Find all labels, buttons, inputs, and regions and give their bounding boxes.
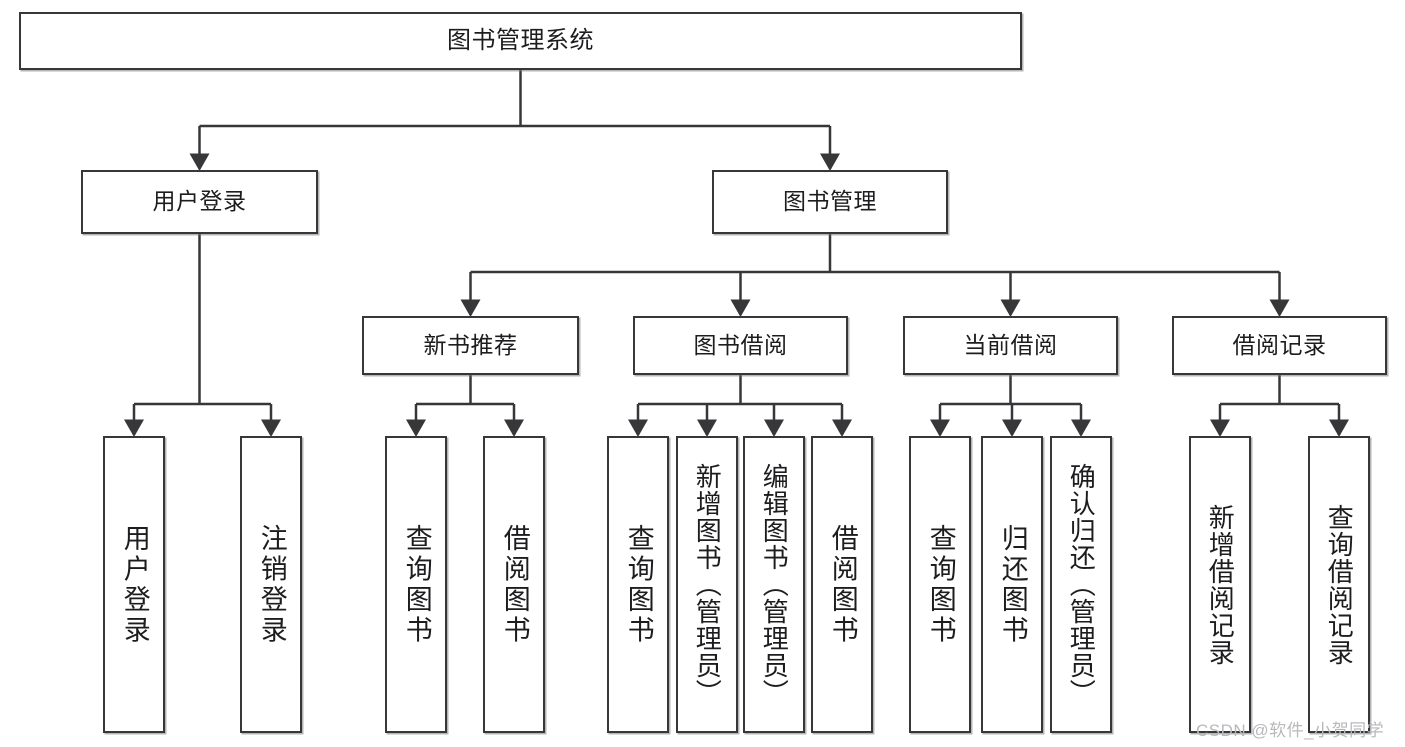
node-label-login: 用户登录 (152, 188, 247, 215)
node-label-l-bo-take: 借阅图书 (827, 523, 858, 646)
node-label-l-login: 用户登录 (119, 523, 150, 646)
node-records[interactable]: 借阅记录 (1172, 316, 1387, 375)
node-l-nb-query[interactable]: 查询图书 (385, 436, 447, 733)
node-label-borrow: 图书借阅 (693, 331, 788, 358)
node-l-bo-add[interactable]: 新增图书（管理员） (676, 436, 738, 733)
node-l-cu-conf[interactable]: 确认归还（管理员） (1050, 436, 1112, 733)
node-l-bo-edit[interactable]: 编辑图书（管理员） (743, 436, 805, 733)
node-label-l-bo-add: 新增图书（管理员） (692, 463, 723, 706)
node-label-root: 图书管理系统 (447, 26, 594, 54)
node-l-cu-return[interactable]: 归还图书 (981, 436, 1043, 733)
node-label-l-cu-return: 归还图书 (997, 523, 1028, 646)
node-l-re-add[interactable]: 新增借阅记录 (1189, 436, 1251, 733)
node-bookmgmt[interactable]: 图书管理 (712, 170, 948, 234)
node-login[interactable]: 用户登录 (81, 170, 318, 234)
connector-edges (124, 70, 1349, 438)
node-root[interactable]: 图书管理系统 (19, 12, 1022, 70)
node-label-l-re-add: 新增借阅记录 (1205, 503, 1236, 666)
node-label-records: 借阅记录 (1232, 331, 1327, 358)
node-l-re-query[interactable]: 查询借阅记录 (1308, 436, 1370, 733)
node-l-nb-borrow[interactable]: 借阅图书 (483, 436, 545, 733)
node-label-l-cu-query: 查询图书 (925, 523, 956, 646)
node-label-l-cu-conf: 确认归还（管理员） (1066, 463, 1097, 706)
node-newbook[interactable]: 新书推荐 (362, 316, 579, 375)
node-l-bo-query[interactable]: 查询图书 (607, 436, 669, 733)
node-borrow[interactable]: 图书借阅 (633, 316, 848, 375)
node-label-l-nb-query: 查询图书 (401, 523, 432, 646)
node-label-newbook: 新书推荐 (423, 331, 518, 358)
node-label-l-bo-query: 查询图书 (623, 523, 654, 646)
node-label-bookmgmt: 图书管理 (783, 188, 877, 215)
node-l-logout[interactable]: 注销登录 (240, 436, 302, 733)
node-label-l-nb-borrow: 借阅图书 (499, 523, 530, 646)
node-label-current: 当前借阅 (963, 331, 1058, 358)
node-current[interactable]: 当前借阅 (903, 316, 1118, 375)
node-label-l-logout: 注销登录 (256, 523, 287, 646)
node-l-login[interactable]: 用户登录 (103, 436, 165, 733)
node-l-bo-take[interactable]: 借阅图书 (811, 436, 873, 733)
node-l-cu-query[interactable]: 查询图书 (909, 436, 971, 733)
node-label-l-re-query: 查询借阅记录 (1324, 503, 1355, 666)
node-label-l-bo-edit: 编辑图书（管理员） (759, 463, 790, 706)
